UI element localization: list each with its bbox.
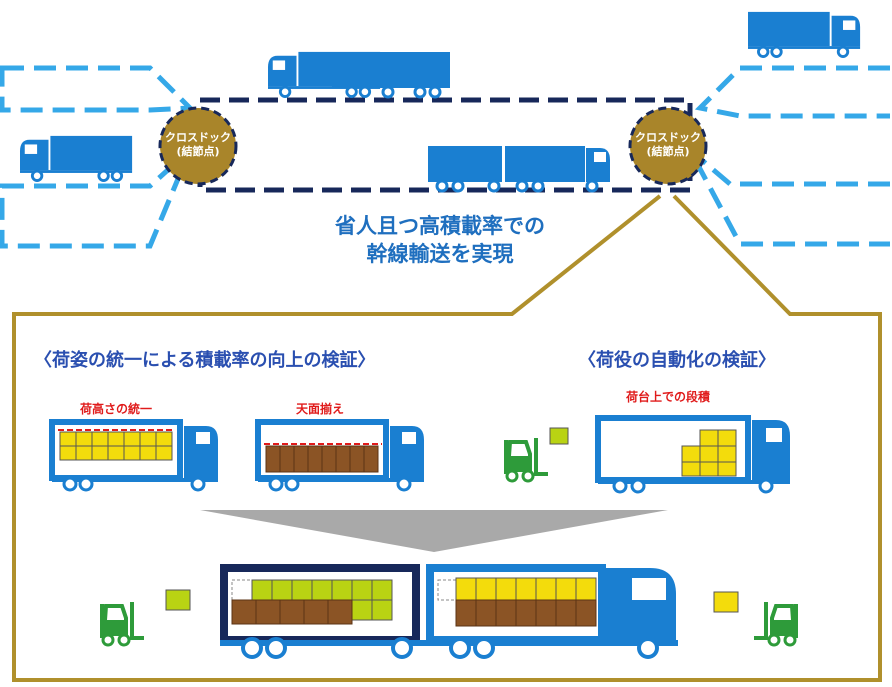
crossdock-right-line2: (結節点) (646, 145, 690, 158)
headline: 省人且つ高積載率での 幹線輸送を実現 (290, 212, 590, 268)
label-height-unify: 荷高さの統一 (80, 402, 153, 416)
crossdock-left-line1: クロスドック (165, 131, 231, 144)
crossdock-right-line1: クロスドック (635, 131, 701, 144)
crossdock-right (628, 106, 708, 186)
label-top-align: 天面揃え (296, 402, 345, 416)
headline-line2: 幹線輸送を実現 (366, 242, 514, 266)
crossdock-left-label: クロスドック (結節点) (160, 131, 236, 159)
cargo-box-icon (549, 427, 569, 445)
crossdock-left-line2: (結節点) (176, 145, 220, 158)
forklift-icon (502, 436, 550, 483)
truck-height-unify (49, 419, 218, 492)
truck-top-align (255, 419, 424, 492)
double-trailer-truck (220, 564, 678, 659)
forklift-icon (752, 600, 800, 647)
truck-stacking (595, 415, 790, 494)
section-title-load-efficiency: 〈荷姿の統一による積載率の向上の検証〉 (34, 350, 376, 371)
headline-line1: 省人且つ高積載率での (335, 214, 545, 238)
forklift-icon (98, 600, 146, 647)
truck-icon (332, 52, 450, 88)
section-title-handling-automation: 〈荷役の自動化の検証〉 (578, 350, 776, 371)
crossdock-left (158, 106, 238, 186)
cargo-box-icon (713, 591, 739, 613)
trunk-route (197, 97, 693, 193)
label-stacking: 荷台上での段積 (626, 390, 711, 404)
truck-icon (18, 134, 134, 182)
truck-icon (746, 10, 862, 58)
cargo-box-icon (165, 589, 191, 611)
down-arrow-icon (200, 510, 668, 552)
callout-frame (12, 194, 882, 682)
truck-icon (428, 146, 610, 193)
crossdock-right-label: クロスドック (結節点) (630, 131, 706, 159)
